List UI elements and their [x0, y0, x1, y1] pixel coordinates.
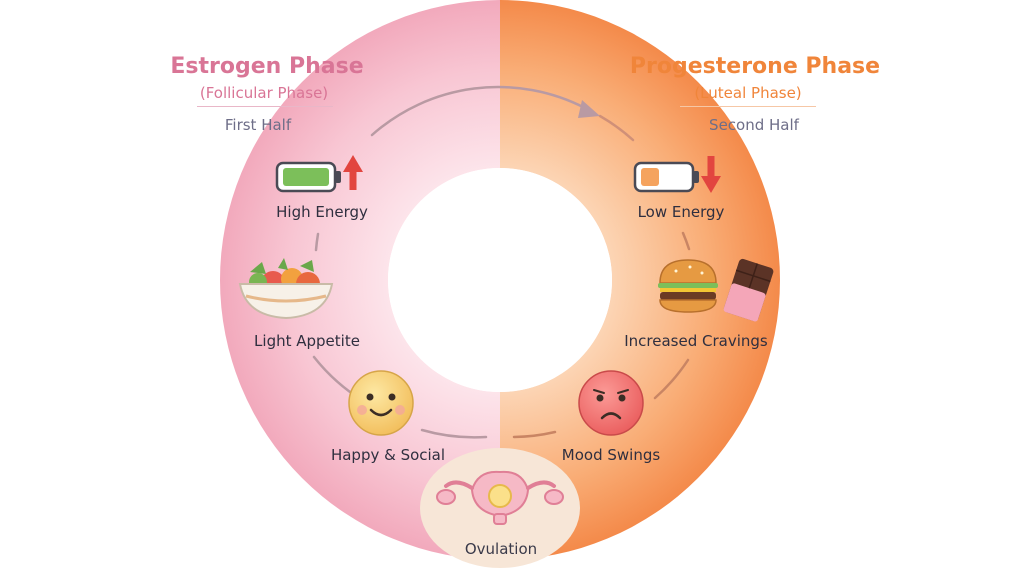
- estrogen-phase-title: Estrogen Phase: [170, 54, 364, 79]
- fruit-bowl-icon: [238, 258, 334, 320]
- progesterone-phase-subtitle: (Luteal Phase): [694, 84, 802, 102]
- progesterone-half-label: Second Half: [709, 116, 799, 134]
- inner-track: [312, 85, 691, 439]
- track-arrow-head: [578, 100, 600, 118]
- high-energy-label: High Energy: [276, 203, 368, 221]
- increased-cravings-label: Increased Cravings: [624, 332, 768, 350]
- mood-swings-label: Mood Swings: [561, 446, 661, 464]
- uterus-icon: [436, 470, 564, 525]
- progesterone-divider: [680, 106, 816, 107]
- ovulation-label: Ovulation: [464, 540, 538, 558]
- ring-center: [388, 168, 612, 392]
- happy-face-icon: [348, 370, 414, 436]
- progesterone-phase-title: Progesterone Phase: [629, 54, 881, 79]
- estrogen-half-label: First Half: [224, 116, 292, 134]
- low-energy-label: Low Energy: [637, 203, 725, 221]
- burger-chocolate-icon: [658, 258, 774, 322]
- battery-low-down-icon: [633, 156, 721, 193]
- estrogen-divider: [197, 106, 333, 107]
- light-appetite-label: Light Appetite: [254, 332, 360, 350]
- ovulation-badge: [420, 448, 580, 568]
- happy-social-label: Happy & Social: [330, 446, 446, 464]
- progesterone-ring-half: [500, 0, 780, 560]
- estrogen-phase-subtitle: (Follicular Phase): [199, 84, 329, 102]
- battery-full-up-icon: [275, 155, 363, 193]
- sad-face-icon: [578, 370, 644, 436]
- estrogen-ring-half: [220, 0, 500, 560]
